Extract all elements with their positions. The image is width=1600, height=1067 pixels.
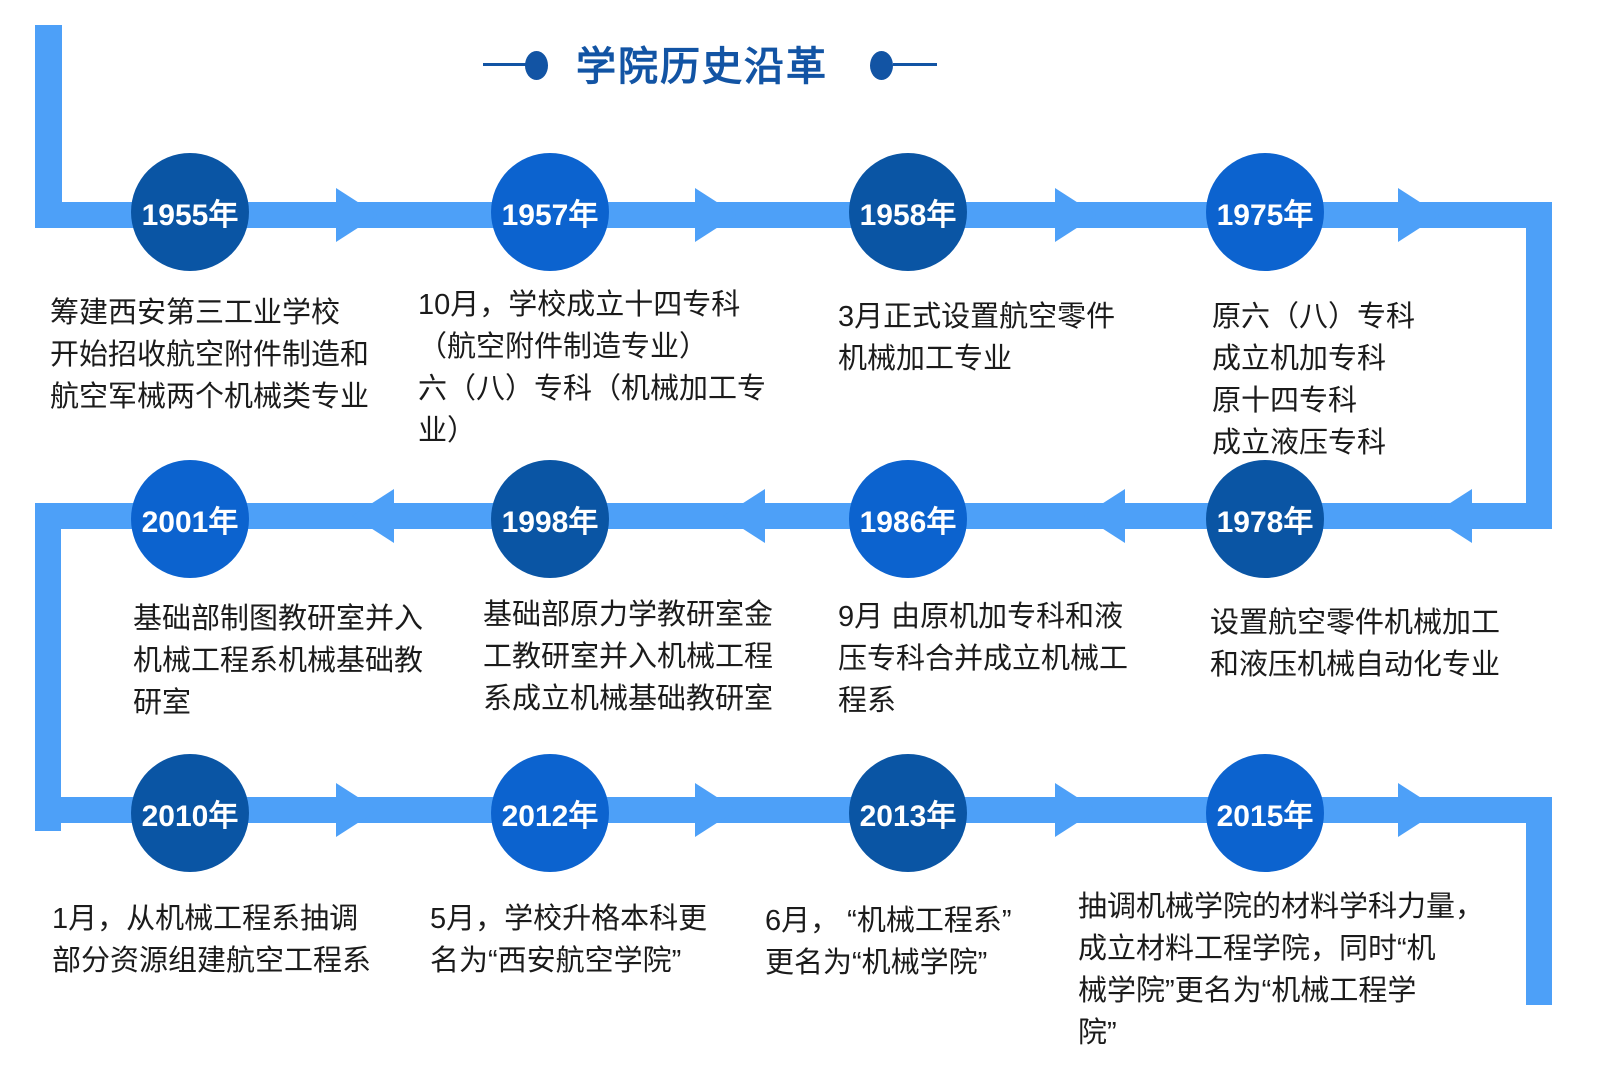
- node-year-label: 1978年: [1216, 506, 1314, 539]
- arrow-left-icon: [1083, 489, 1125, 543]
- segment-end-vertical: [1526, 797, 1552, 1005]
- event-description-1986: 9月 由原机加专科和液压专科合并成立机械工程系: [838, 596, 1128, 722]
- event-description-1957: 10月，学校成立十四专科 （航空附件制造专业） 六（八）专科（机械加工专业）: [418, 284, 766, 452]
- segment-row-1: [35, 202, 1552, 228]
- event-text-line: 抽调机械学院的材料学科力量，: [1078, 891, 1485, 923]
- event-description-2010: 1月，从机械工程系抽调部分资源组建航空工程系: [52, 898, 371, 982]
- event-text-line: 成立液压专科: [1212, 427, 1387, 459]
- arrow-right-icon: [1055, 783, 1097, 837]
- arrow-right-icon: [1398, 783, 1440, 837]
- arrow-right-icon: [336, 783, 378, 837]
- arrow-right-icon: [1398, 188, 1440, 242]
- timeline-node-2013: 2013年: [849, 754, 967, 872]
- event-text-line: 和液压机械自动化专业: [1210, 649, 1501, 681]
- event-description-1955: 筹建西安第三工业学校开始招收航空附件制造和航空军械两个机械类专业: [50, 292, 369, 418]
- node-year-label: 1955年: [141, 199, 239, 232]
- arrow-left-icon: [723, 489, 765, 543]
- timeline-node-1998: 1998年: [491, 460, 609, 578]
- timeline-node-1958: 1958年: [849, 153, 967, 271]
- event-text-line: 院”: [1078, 1017, 1117, 1049]
- node-year-label: 1986年: [859, 506, 957, 539]
- segment-row-3: [35, 797, 1552, 823]
- event-description-1978: 设置航空零件机械加工和液压机械自动化专业: [1210, 602, 1500, 686]
- event-text-line: 机械加工专业: [838, 343, 1013, 375]
- event-text-line: 械学院”更名为“机械工程学: [1078, 975, 1417, 1007]
- event-text-line: 航空军械两个机械类专业: [50, 381, 370, 413]
- event-description-1998: 基础部原力学教研室金工教研室并入机械工程系成立机械基础教研室: [483, 594, 773, 720]
- event-description-2001: 基础部制图教研室并入机械工程系机械基础教研室: [133, 598, 423, 724]
- segment-start-vertical: [35, 25, 62, 228]
- title-right-line: [893, 63, 937, 66]
- event-text-line: 名为“西安航空学院”: [430, 945, 682, 977]
- event-text-line: 6月， “机械工程系”: [765, 905, 1012, 937]
- event-text-line: 基础部原力学教研室金: [483, 599, 774, 631]
- event-text-line: 设置航空零件机械加工: [1210, 607, 1501, 639]
- segment-right-vertical-1: [1526, 202, 1552, 529]
- event-text-line: 9月 由原机加专科和液: [838, 601, 1124, 633]
- event-text-line: 10月，学校成立十四专科: [418, 289, 741, 321]
- node-year-label: 1998年: [501, 506, 599, 539]
- event-description-2013: 6月， “机械工程系” 更名为“机械学院”: [765, 900, 1012, 984]
- event-text-line: 机械工程系机械基础教: [133, 645, 424, 677]
- event-text-line: 系成立机械基础教研室: [483, 683, 774, 715]
- node-year-label: 2013年: [859, 800, 957, 833]
- event-text-line: 开始招收航空附件制造和: [50, 339, 370, 371]
- node-year-label: 2001年: [141, 506, 239, 539]
- timeline-node-2012: 2012年: [491, 754, 609, 872]
- event-text-line: 压专科合并成立机械工: [838, 643, 1129, 675]
- event-description-1975: 原六（八）专科成立机加专科原十四专科成立液压专科: [1212, 296, 1415, 464]
- event-description-2015: 抽调机械学院的材料学科力量， 成立材料工程学院，同时“机械学院”更名为“机械工程学…: [1078, 886, 1484, 1054]
- segment-row-2: [35, 503, 1552, 529]
- arrow-left-icon: [352, 489, 394, 543]
- event-text-line: 业）: [418, 415, 477, 447]
- timeline-node-2015: 2015年: [1206, 754, 1324, 872]
- arrow-right-icon: [695, 783, 737, 837]
- event-text-line: 筹建西安第三工业学校: [50, 297, 341, 329]
- timeline-node-1986: 1986年: [849, 460, 967, 578]
- title-left-line: [483, 63, 527, 66]
- event-text-line: 工教研室并入机械工程: [483, 641, 774, 673]
- event-text-line: 六（八）专科（机械加工专: [418, 373, 767, 405]
- node-year-label: 1957年: [501, 199, 599, 232]
- title-right-dot: [870, 51, 893, 80]
- timeline-node-2010: 2010年: [131, 754, 249, 872]
- node-year-label: 2012年: [501, 800, 599, 833]
- timeline-node-1957: 1957年: [491, 153, 609, 271]
- node-year-label: 1958年: [859, 199, 957, 232]
- page-title: 学院历史沿革: [576, 45, 828, 89]
- timeline-node-2001: 2001年: [131, 460, 249, 578]
- title-left-dot: [525, 51, 548, 80]
- event-text-line: 1月，从机械工程系抽调: [52, 903, 359, 935]
- event-text-line: 部分资源组建航空工程系: [52, 945, 372, 977]
- event-text-line: 更名为“机械学院”: [765, 947, 988, 979]
- arrow-left-icon: [1430, 489, 1472, 543]
- arrow-right-icon: [1055, 188, 1097, 242]
- event-text-line: 基础部制图教研室并入: [133, 603, 424, 635]
- event-text-line: 研室: [133, 687, 192, 719]
- event-description-1958: 3月正式设置航空零件机械加工专业: [838, 296, 1115, 380]
- event-text-line: 原六（八）专科: [1212, 301, 1416, 333]
- event-text-line: 5月，学校升格本科更: [430, 903, 708, 935]
- node-year-label: 2015年: [1216, 800, 1314, 833]
- event-text-line: 成立机加专科: [1212, 343, 1387, 375]
- segment-left-vertical: [35, 503, 61, 831]
- timeline-node-1978: 1978年: [1206, 460, 1324, 578]
- arrow-right-icon: [695, 188, 737, 242]
- node-year-label: 2010年: [141, 800, 239, 833]
- event-description-2012: 5月，学校升格本科更名为“西安航空学院”: [430, 898, 707, 982]
- timeline-node-1955: 1955年: [131, 153, 249, 271]
- event-text-line: 原十四专科: [1212, 385, 1358, 417]
- event-text-line: 程系: [838, 685, 897, 717]
- arrow-right-icon: [336, 188, 378, 242]
- event-text-line: 成立材料工程学院，同时“机: [1078, 933, 1436, 965]
- node-year-label: 1975年: [1216, 199, 1314, 232]
- event-text-line: 3月正式设置航空零件: [838, 301, 1116, 333]
- timeline-node-1975: 1975年: [1206, 153, 1324, 271]
- event-text-line: （航空附件制造专业）: [418, 331, 709, 363]
